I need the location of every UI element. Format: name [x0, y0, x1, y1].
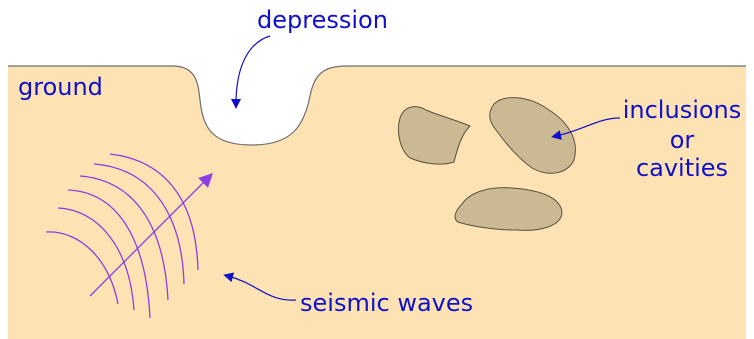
depression-pointer-arrow: [236, 36, 270, 104]
depression-label: depression: [257, 6, 388, 34]
ground-label: ground: [18, 73, 103, 101]
seismic-waves-label: seismic waves: [300, 289, 473, 317]
inclusions-label-line1: inclusions: [623, 96, 742, 124]
inclusions-label-line3: cavities: [636, 154, 728, 182]
inclusions-label-line2: or: [670, 126, 695, 154]
